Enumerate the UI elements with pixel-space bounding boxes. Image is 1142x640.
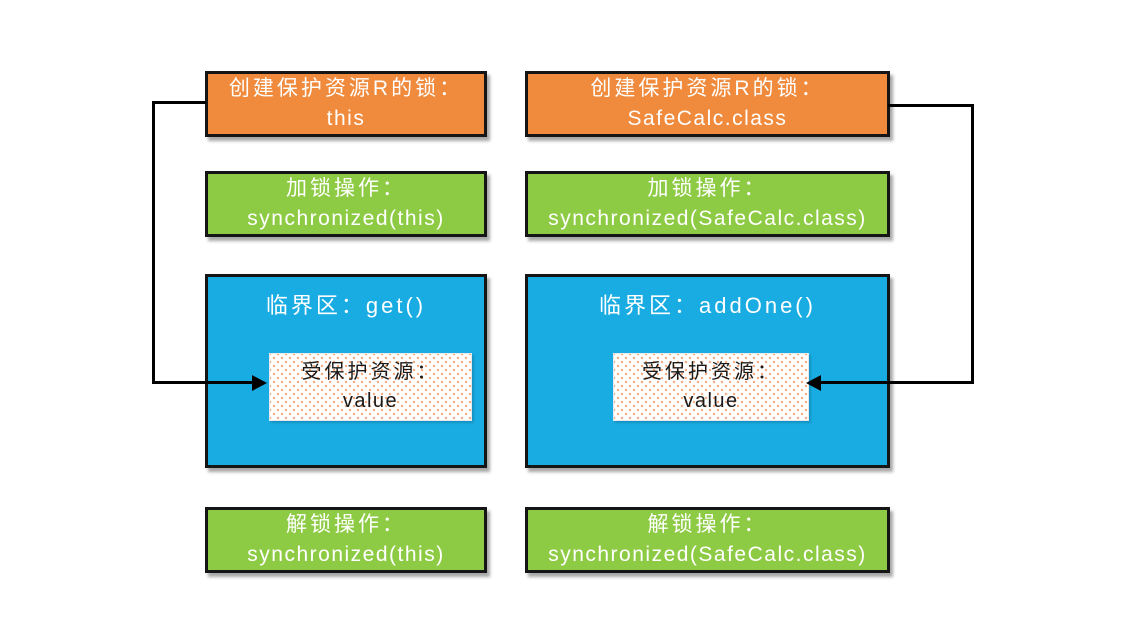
critical-section-title: 临界区：addOne() bbox=[599, 293, 816, 318]
arrowhead-left-icon bbox=[806, 374, 821, 391]
create-lock-label: 创建保护资源R的锁： bbox=[228, 77, 464, 100]
protected-resource-box-left: 受保护资源： value bbox=[269, 353, 472, 421]
lock-operation-label: 加锁操作： bbox=[286, 177, 406, 200]
unlock-operation-box-this: 解锁操作： synchronized(this) bbox=[205, 507, 487, 573]
arrowhead-right-icon bbox=[252, 374, 267, 391]
lock-operation-label: 加锁操作： bbox=[647, 177, 768, 200]
unlock-operation-label: 解锁操作： bbox=[647, 513, 768, 536]
create-lock-value: SafeCalc.class bbox=[627, 107, 788, 130]
unlock-operation-value: synchronized(this) bbox=[247, 543, 445, 566]
create-lock-box-this: 创建保护资源R的锁： this bbox=[205, 71, 487, 137]
connector-right-bottom-segment bbox=[821, 381, 974, 384]
unlock-operation-box-class: 解锁操作： synchronized(SafeCalc.class) bbox=[525, 507, 890, 573]
create-lock-label: 创建保护资源R的锁： bbox=[590, 77, 825, 100]
create-lock-value: this bbox=[326, 107, 366, 130]
connector-left-bottom-segment bbox=[152, 381, 253, 384]
lock-operation-value: synchronized(SafeCalc.class) bbox=[548, 207, 867, 230]
lock-operation-box-this: 加锁操作： synchronized(this) bbox=[205, 171, 487, 237]
critical-section-box-addone: 临界区：addOne() 受保护资源： value bbox=[525, 274, 890, 468]
protected-resource-value: value bbox=[342, 390, 399, 412]
lock-operation-value: synchronized(this) bbox=[247, 207, 445, 230]
unlock-operation-label: 解锁操作： bbox=[286, 513, 406, 536]
create-lock-box-class: 创建保护资源R的锁： SafeCalc.class bbox=[525, 71, 890, 137]
critical-section-title: 临界区：get() bbox=[265, 293, 427, 318]
protected-resource-value: value bbox=[683, 390, 739, 412]
connector-left-top-segment bbox=[152, 101, 206, 104]
critical-section-box-get: 临界区：get() 受保护资源： value bbox=[205, 274, 487, 468]
connector-right-vertical-segment bbox=[971, 104, 974, 384]
protected-resource-label: 受保护资源： bbox=[301, 361, 440, 383]
protected-resource-label: 受保护资源： bbox=[642, 361, 780, 383]
unlock-operation-value: synchronized(SafeCalc.class) bbox=[548, 543, 867, 566]
lock-operation-box-class: 加锁操作： synchronized(SafeCalc.class) bbox=[525, 171, 890, 237]
protected-resource-box-right: 受保护资源： value bbox=[613, 353, 809, 421]
connector-right-top-segment bbox=[888, 104, 974, 107]
connector-left-vertical-segment bbox=[152, 101, 155, 384]
